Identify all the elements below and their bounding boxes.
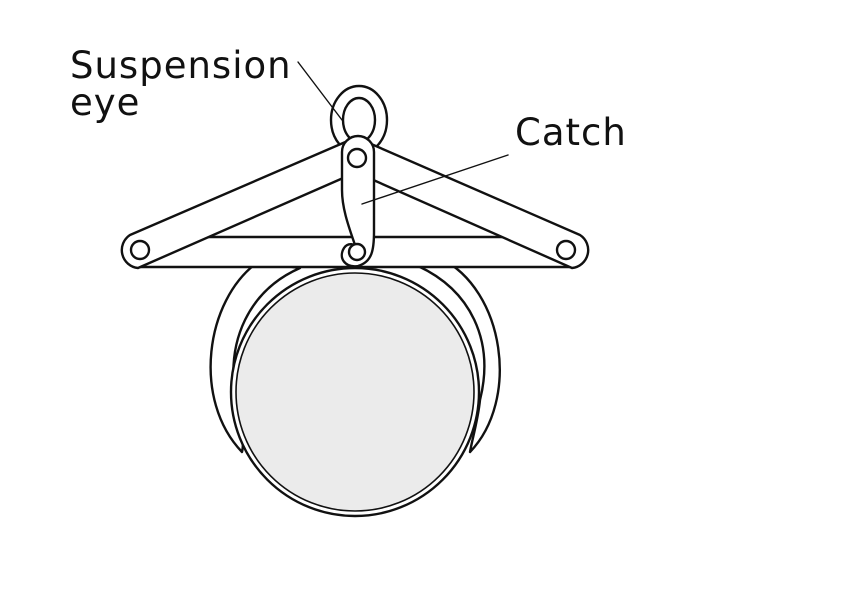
- left-pivot-pin: [129, 239, 151, 261]
- suspension-eye-label-line1: Suspension: [70, 44, 292, 87]
- left-lever-arm: [120, 138, 352, 270]
- log-face: [235, 272, 475, 512]
- catch-label: Catch: [515, 111, 627, 154]
- catch-top-pin: [346, 147, 368, 169]
- suspension-eye: [329, 84, 389, 156]
- right-lever-arm: [360, 138, 590, 270]
- right-jaw: [416, 256, 501, 454]
- right-pivot-pin: [555, 239, 577, 261]
- catch: [340, 134, 376, 268]
- log-cross-section: [229, 266, 481, 518]
- suspension-eye-leader: [297, 61, 343, 121]
- catch-hook-pin: [347, 242, 367, 262]
- suspension-eye-label-line2: eye: [70, 81, 140, 124]
- catch-leader: [361, 154, 509, 205]
